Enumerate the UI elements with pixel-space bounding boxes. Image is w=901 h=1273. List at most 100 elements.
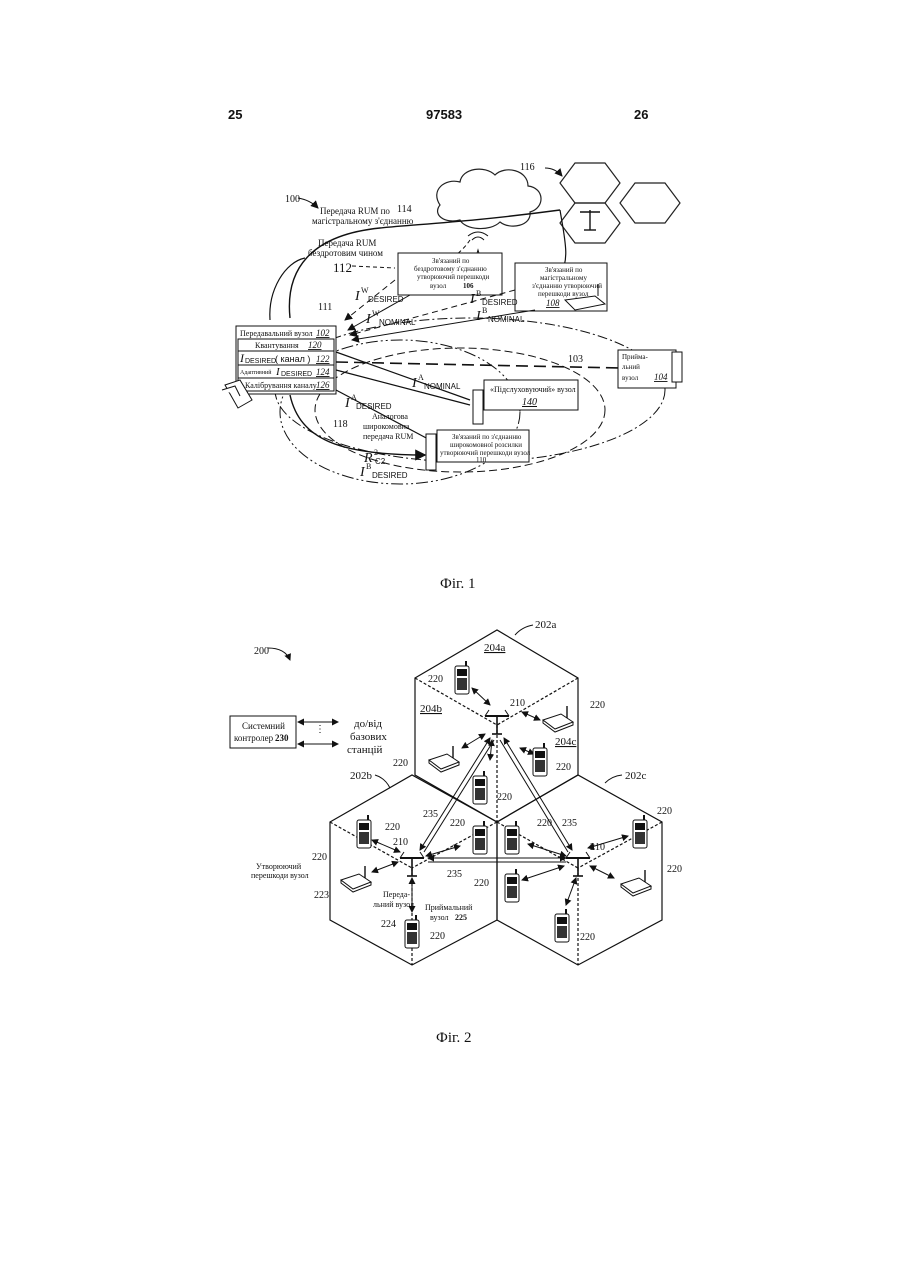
- phone-a2: [533, 743, 547, 776]
- phone-b2: [473, 821, 487, 854]
- node-106-line4: вузол: [430, 282, 447, 290]
- analog-line2: широкомовна: [363, 422, 410, 431]
- ref-104: 104: [654, 372, 668, 382]
- interfering-line2: перешкоди вузол: [251, 871, 309, 880]
- node-108-line2: магістральному: [540, 274, 587, 282]
- ref-122: 122: [316, 354, 330, 364]
- network-cloud: [437, 169, 541, 228]
- rx-line2: вузол: [430, 913, 449, 922]
- ref-204a: 204a: [484, 642, 506, 654]
- idesired-channel: ( канал ): [275, 354, 310, 364]
- i-w-desired-sub: DESIRED: [368, 295, 404, 304]
- phone-a1: [455, 661, 469, 694]
- base-station-a: [485, 710, 509, 734]
- ref-110: 110: [476, 456, 487, 464]
- phone-c3: [633, 815, 647, 848]
- i-b-nominal-sub: NOMINAL: [488, 315, 525, 324]
- ref-108: 108: [546, 298, 560, 308]
- router-b1: [341, 866, 371, 892]
- rx-node-line1: Прийма-: [622, 353, 649, 361]
- node-106-line3: утворюючий перешкоди: [417, 273, 490, 281]
- ref-220-1: 220: [428, 674, 443, 685]
- figure-1: 116 100 Передача RUM по магістральному з…: [0, 0, 901, 580]
- ref-220-3: 220: [393, 758, 408, 769]
- ref-220-2: 220: [590, 700, 605, 711]
- ref-220-7: 220: [450, 818, 465, 829]
- ref-220-14: 220: [580, 932, 595, 943]
- phone-c4: [555, 909, 569, 942]
- phone-b3: [405, 915, 419, 948]
- interfering-line1: Утворюючий: [256, 862, 302, 871]
- phone-c2: [505, 869, 519, 902]
- channel-calibration-label: Калібрування каналу: [245, 381, 317, 390]
- ref-235-c: 235: [447, 869, 462, 880]
- ref-224: 224: [381, 919, 396, 930]
- figure-2: 200 202a 202b 202c 204a 204b 204c Систем…: [0, 600, 901, 1020]
- node-108-line1: Зв'язаний по: [545, 266, 583, 274]
- analog-line1: Аналогова: [372, 412, 408, 421]
- i-b-nominal-sup: B: [482, 306, 487, 315]
- figure-1-caption: Фіг. 1: [440, 576, 475, 593]
- listening-node-label: «Підслуховуючий» вузол: [490, 385, 576, 394]
- to-from-line3: станцій: [347, 744, 383, 756]
- ref-103: 103: [568, 354, 583, 365]
- ref-204b: 204b: [420, 703, 443, 715]
- i-w-desired-sup: W: [361, 286, 369, 295]
- svg-text:I: I: [344, 396, 351, 411]
- ref-220-8: 220: [537, 818, 552, 829]
- cell-hexagons: [560, 163, 680, 243]
- ref-114: 114: [397, 204, 412, 215]
- node-108-line4: перешкоди вузол: [538, 290, 589, 298]
- ref-220-13: 220: [430, 931, 445, 942]
- ref-235-a: 235: [423, 809, 438, 820]
- ref-210-a: 210: [510, 698, 525, 709]
- ref-200: 200: [254, 646, 269, 657]
- phone-a3: [473, 771, 487, 804]
- rx-line1: Приймальний: [425, 903, 473, 912]
- adaptive-label: Адаптивний: [240, 369, 272, 376]
- router-c1: [621, 870, 651, 896]
- ref-124: 124: [316, 367, 330, 377]
- phone-c1: [505, 821, 519, 854]
- rx-device-icon: [672, 352, 682, 382]
- ref-220-10: 220: [312, 852, 327, 863]
- ref-202b: 202b: [350, 770, 373, 782]
- wireless-rum-label-1: Передача RUM: [318, 238, 376, 248]
- i-b-desired-sub: DESIRED: [482, 298, 518, 307]
- i-a-nominal-sup: A: [418, 373, 424, 382]
- router-a2: [429, 746, 459, 772]
- rx-node-line2: льний: [622, 363, 640, 371]
- ref-220-4: 220: [556, 762, 571, 773]
- ref-106: 106: [463, 282, 474, 290]
- adaptive-idesired-sub: DESIRED: [281, 371, 312, 378]
- ref-220-6: 220: [385, 822, 400, 833]
- ref-120: 120: [308, 340, 322, 350]
- ref-140: 140: [522, 397, 537, 408]
- node-110-line2: широкомовної розсилки: [450, 441, 522, 449]
- backhaul-rum-label-1: Передача RUM по: [320, 206, 390, 216]
- ref-202a: 202a: [535, 619, 557, 631]
- i-w-nominal-sup: W: [372, 309, 380, 318]
- svg-text:⋮: ⋮: [315, 724, 325, 735]
- svg-text:I: I: [475, 309, 482, 324]
- node-106-line1: Зв'язаний по: [432, 257, 470, 265]
- ref-235-b: 235: [562, 818, 577, 829]
- ref-118: 118: [333, 419, 348, 430]
- ref-220-11: 220: [474, 878, 489, 889]
- system-controller-line2: контролер: [234, 733, 274, 743]
- i-e-desired-sub: DESIRED: [372, 471, 408, 480]
- ref-202c: 202c: [625, 770, 647, 782]
- i-b-desired-sup: B: [476, 289, 481, 298]
- ref-220-5: 220: [497, 792, 512, 803]
- ref-204c: 204c: [555, 736, 577, 748]
- analog-line3: передача RUM: [363, 432, 413, 441]
- to-from-line1: до/від: [354, 718, 382, 730]
- ref-111: 111: [318, 302, 332, 313]
- router-a1: [543, 706, 573, 732]
- i-a-desired-sup: A: [351, 393, 357, 402]
- ref-126: 126: [316, 380, 330, 390]
- ref-116: 116: [520, 162, 535, 173]
- ref-230: 230: [275, 733, 289, 743]
- svg-text:I: I: [359, 465, 366, 480]
- node-108-line3: з'єднанню утворюючий: [532, 282, 602, 290]
